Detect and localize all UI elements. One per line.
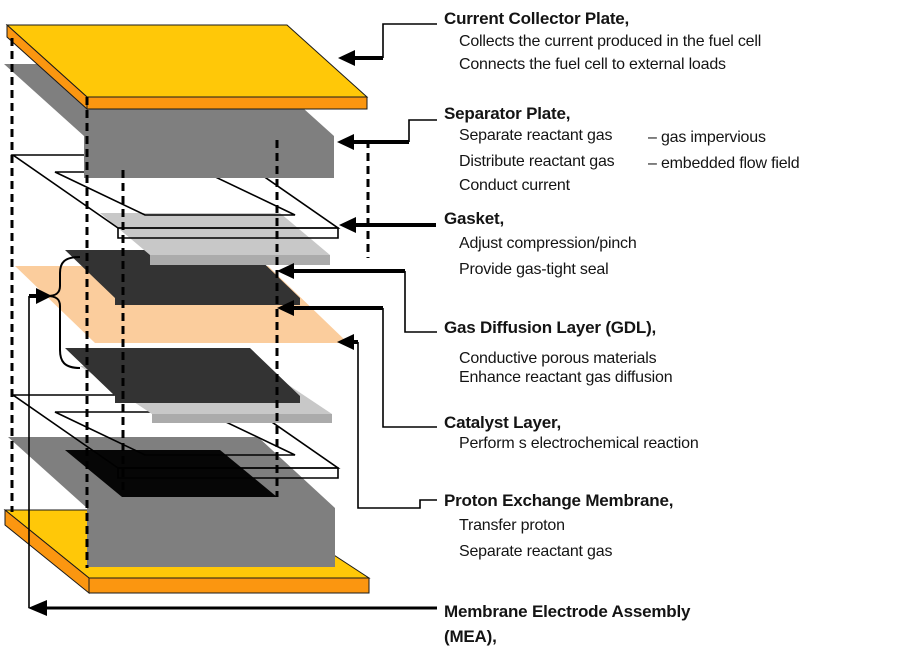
gasket-desc-1: Adjust compression/pinch: [459, 235, 637, 252]
membrane-desc-2: Separate reactant gas: [459, 543, 613, 560]
arrowhead-current-collector: [338, 50, 355, 66]
connector-catalyst: [277, 300, 437, 428]
current-collector-title: Current Collector Plate,: [444, 9, 630, 28]
gdl-desc-2: Enhance reactant gas diffusion: [459, 369, 673, 386]
separator-desc-3: Conduct current: [459, 177, 570, 194]
arrowhead-catalyst: [277, 300, 294, 316]
mea-title-line-2: (MEA),: [444, 627, 497, 646]
connector-mea: [28, 288, 437, 616]
separator-note-2: – embedded flow field: [648, 155, 800, 172]
current-collector-desc-1: Collects the current produced in the fue…: [459, 33, 762, 50]
current-collector-desc-2: Connects the fuel cell to external loads: [459, 56, 726, 73]
top-collector-plate-left-face: [6, 23, 88, 111]
catalyst-title: Catalyst Layer,: [444, 413, 562, 432]
connector-gasket: [339, 217, 436, 233]
bottom-gdl-front-face: [152, 414, 332, 423]
separator-title: Separator Plate,: [444, 104, 571, 123]
top-gdl-front-face: [150, 255, 330, 265]
top-gdl-top-face: [100, 213, 330, 255]
separator-desc-2: Distribute reactant gas: [459, 153, 615, 170]
separator-note-1: – gas impervious: [648, 129, 766, 146]
connector-separator: [337, 119, 437, 150]
arrowhead-membrane: [337, 334, 354, 350]
gdl-desc-1: Conductive porous materials: [459, 350, 657, 367]
connector-membrane: [337, 334, 437, 509]
separator-desc-1: Separate reactant gas: [459, 127, 613, 144]
gdl-title: Gas Diffusion Layer (GDL),: [444, 318, 657, 337]
arrowhead-mea-left: [28, 600, 47, 616]
arrowhead-mea-brace: [36, 288, 52, 304]
arrowhead-gdl: [277, 263, 294, 279]
bottom-catalyst-layer: [65, 348, 300, 403]
bottom-collector-plate-left-face: [4, 508, 90, 595]
membrane-title: Proton Exchange Membrane,: [444, 491, 674, 510]
arrowhead-separator: [337, 134, 354, 150]
gasket-title: Gasket,: [444, 209, 505, 228]
membrane-desc-1: Transfer proton: [459, 517, 565, 534]
bottom-collector-plate-front-face: [88, 577, 370, 594]
flow-field-area: [65, 450, 277, 497]
connector-current-collector: [338, 23, 437, 66]
gasket-desc-2: Provide gas-tight seal: [459, 261, 609, 278]
arrowhead-gasket: [339, 217, 356, 233]
catalyst-desc-1: Perform s electrochemical reaction: [459, 435, 699, 452]
connector-gdl: [277, 263, 437, 333]
mea-title-line-1: Membrane Electrode Assembly: [444, 602, 691, 621]
alignment-dashed-lines: [10, 38, 370, 568]
top-collector-plate-front-face: [86, 96, 368, 110]
